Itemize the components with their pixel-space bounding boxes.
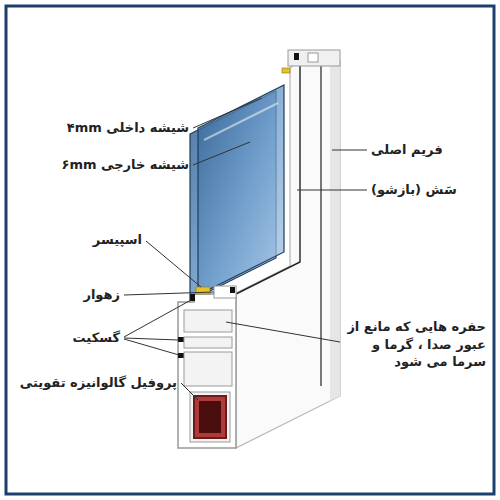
leader-line (181, 383, 198, 400)
chamber-symbol (308, 53, 318, 62)
leader-line (297, 190, 367, 191)
gasket-symbol (230, 287, 235, 293)
steel-hollow (199, 401, 221, 433)
glazing-bead (214, 286, 236, 298)
glass-highlight (204, 103, 278, 140)
profile-section (178, 294, 236, 448)
chamber-symbol (190, 392, 230, 442)
stile-section (288, 50, 340, 66)
leader-line (226, 322, 340, 342)
chamber-symbol (184, 310, 232, 332)
part-label: زهوار (83, 286, 120, 304)
leader-line (124, 300, 191, 337)
frame-line (320, 64, 321, 386)
part-label: حفره هایی که مانع از عبور صدا ، گرما و س… (344, 318, 486, 371)
part-label: اسپیسر (93, 231, 142, 249)
part-label: فریم اصلی (371, 141, 443, 159)
frame-shade (330, 60, 340, 401)
leader-line (124, 338, 179, 340)
leader-line (193, 98, 262, 128)
part-label: سَش (بازشو) (371, 181, 457, 199)
part-label: شیشه داخلی ۴mm (67, 119, 189, 137)
chamber-symbol (184, 337, 232, 348)
leader-line (332, 150, 367, 151)
spacer-symbol (282, 68, 290, 73)
part-label: پروفیل گالوانیزه تقویتی (20, 374, 177, 392)
inner-glass (198, 85, 284, 295)
gasket-symbol (294, 53, 299, 60)
leader-line (124, 292, 214, 295)
steel-reinforcement (194, 396, 226, 438)
leader-line (193, 142, 250, 165)
leader-line (146, 241, 201, 287)
part-label: گسکیت (73, 329, 120, 347)
picture-border (6, 6, 494, 494)
leader-line (124, 339, 179, 355)
chamber-symbol (184, 352, 232, 386)
part-label: شیشه خارجی ۶mm (61, 156, 189, 174)
